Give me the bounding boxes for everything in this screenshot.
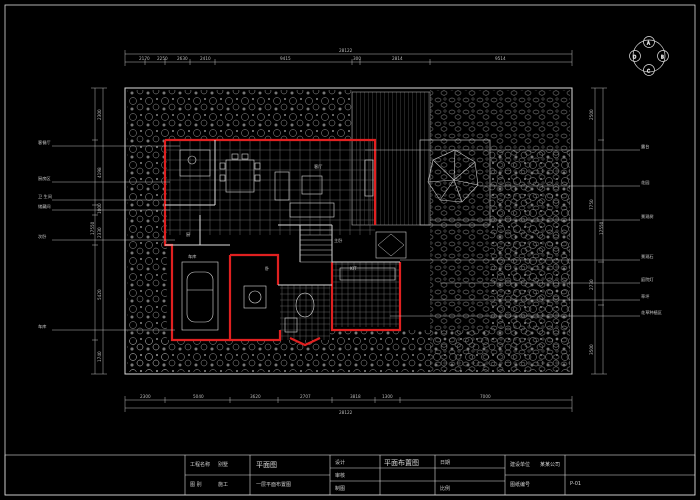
leader-lines xyxy=(52,145,640,331)
overall-width-dim-bottom: 28122 xyxy=(339,410,353,415)
left-dim-4: 5420 xyxy=(97,289,102,300)
tb-project-label: 工程名称 xyxy=(190,462,211,468)
compass-letter-0: A xyxy=(647,41,650,46)
bathroom-floor xyxy=(280,285,330,340)
site-boundary xyxy=(124,87,573,375)
top-dim-6: 2814 xyxy=(392,56,403,61)
room-label-5: 主卧 xyxy=(334,237,342,244)
tb-drawing-no-label: 图纸编号 xyxy=(510,482,531,488)
garden-left xyxy=(127,90,167,372)
right-dim-3: 3500 xyxy=(589,344,594,355)
room-label-4: 客厅 xyxy=(314,163,322,170)
right-label-4: 庭院灯 xyxy=(641,276,654,283)
tb-drawn-label: 制图 xyxy=(335,486,346,492)
bottom-dim-1: 5040 xyxy=(193,394,204,399)
bed-table-icon xyxy=(243,285,267,309)
bathroom-fixtures xyxy=(284,292,315,333)
tb-company-value: 某某公司 xyxy=(540,462,561,468)
umbrella-icon xyxy=(427,149,479,203)
left-label-4: 次卧 xyxy=(38,233,46,240)
tb-project-value: 别墅 xyxy=(218,462,229,468)
bottom-dim-6: 7000 xyxy=(480,394,491,399)
compass-letter-1: B xyxy=(661,55,664,60)
right-label-6: 花草种植区 xyxy=(641,309,662,316)
living-area-floor xyxy=(165,140,375,235)
room-label-2: 车库 xyxy=(188,253,196,260)
kitchen-counter-icon xyxy=(179,149,396,281)
tb-stamp1: 日期 xyxy=(440,460,451,466)
left-label-3: 储藏间 xyxy=(38,203,51,210)
compass-icon: A B C D xyxy=(629,36,669,76)
tb-check-label: 审核 xyxy=(335,473,346,479)
overall-width-dim: 28122 xyxy=(339,48,353,53)
fountain xyxy=(375,231,407,259)
top-dim-4: 9415 xyxy=(280,56,291,61)
sheet-frame xyxy=(4,4,696,496)
tb-drawing-title: 平面图 xyxy=(256,461,277,469)
room-label-0: 厨 xyxy=(186,232,190,237)
tb-stamp2: 比例 xyxy=(440,486,451,492)
top-dim-0: 2170 xyxy=(139,56,150,61)
dining-table-icon xyxy=(219,153,261,193)
top-dim-5: 300 xyxy=(353,56,361,61)
left-dim-0: 2300 xyxy=(97,109,102,120)
left-label-0: 客餐厅 xyxy=(38,139,51,146)
top-dim-2: 2630 xyxy=(177,56,188,61)
sofa-icon xyxy=(274,159,374,218)
annotation-labels: 客餐厅 厨房区 卫 生间 储藏间 次卧 车库 露台 花园 景观树 景观石 庭院灯… xyxy=(38,139,662,330)
right-label-1: 花园 xyxy=(641,179,649,186)
kitchen-floor xyxy=(332,262,400,327)
car-icon xyxy=(181,261,219,331)
left-label-5: 车库 xyxy=(38,323,46,330)
bottom-dim-0: 2300 xyxy=(140,394,151,399)
dimension-text: 28122 28122 2170 2250 2630 2410 9415 300… xyxy=(90,48,604,415)
garden-bottom-left xyxy=(127,340,332,372)
staircase xyxy=(299,224,333,263)
left-dim-5: 1740 xyxy=(97,351,102,362)
top-dim-3: 2410 xyxy=(200,56,211,61)
room-label-1: KIT xyxy=(350,266,357,271)
garden-right-shrub xyxy=(490,150,570,330)
right-label-5: 草坪 xyxy=(641,293,649,300)
left-label-1: 厨房区 xyxy=(38,175,51,182)
right-dim-2: 2730 xyxy=(589,279,594,290)
tb-row2-label: 图 别 xyxy=(190,482,202,488)
left-label-2: 卫 生间 xyxy=(38,193,52,200)
tb-company-label: 建设单位 xyxy=(510,462,531,468)
compass-letter-3: D xyxy=(633,55,636,60)
overall-height-dim: 17550 xyxy=(90,221,95,235)
bottom-dim-4: 3818 xyxy=(350,394,361,399)
bottom-dim-2: 3620 xyxy=(250,394,261,399)
left-dim-1: 4198 xyxy=(97,167,102,178)
building-floor-plan: 厨 KIT 车库 卧 客厅 主卧 xyxy=(163,138,402,347)
right-dim-0: 2500 xyxy=(589,109,594,120)
bottom-dim-5: 1300 xyxy=(382,394,393,399)
left-dim-2: 1000 xyxy=(97,203,102,214)
right-label-2: 景观树 xyxy=(641,213,654,220)
tb-drawing-sub: 一层平面布置图 xyxy=(256,482,292,488)
garden-top xyxy=(167,90,352,140)
left-dim-3: 2330 xyxy=(97,227,102,238)
dimension-lines xyxy=(91,50,607,412)
tb-design-label: 设计 xyxy=(335,460,346,466)
room-label-3: 卧 xyxy=(265,265,269,272)
title-block xyxy=(4,454,696,496)
top-dim-7: 9514 xyxy=(495,56,506,61)
pergola xyxy=(419,139,491,226)
right-dim-1: 7750 xyxy=(589,199,594,210)
garden-bottom xyxy=(330,330,570,372)
right-label-3: 景观石 xyxy=(641,254,654,260)
right-label-0: 露台 xyxy=(641,143,649,150)
bottom-dim-3: 2707 xyxy=(300,394,311,399)
compass-letter-2: C xyxy=(647,69,650,74)
tb-row2-value: 施工 xyxy=(218,482,229,488)
tb-center-title: 平面布置图 xyxy=(384,459,419,467)
overall-height-dim-right: 17550 xyxy=(599,221,604,235)
tb-drawing-no-value: P-01 xyxy=(570,481,582,487)
top-dim-1: 2250 xyxy=(157,56,168,61)
